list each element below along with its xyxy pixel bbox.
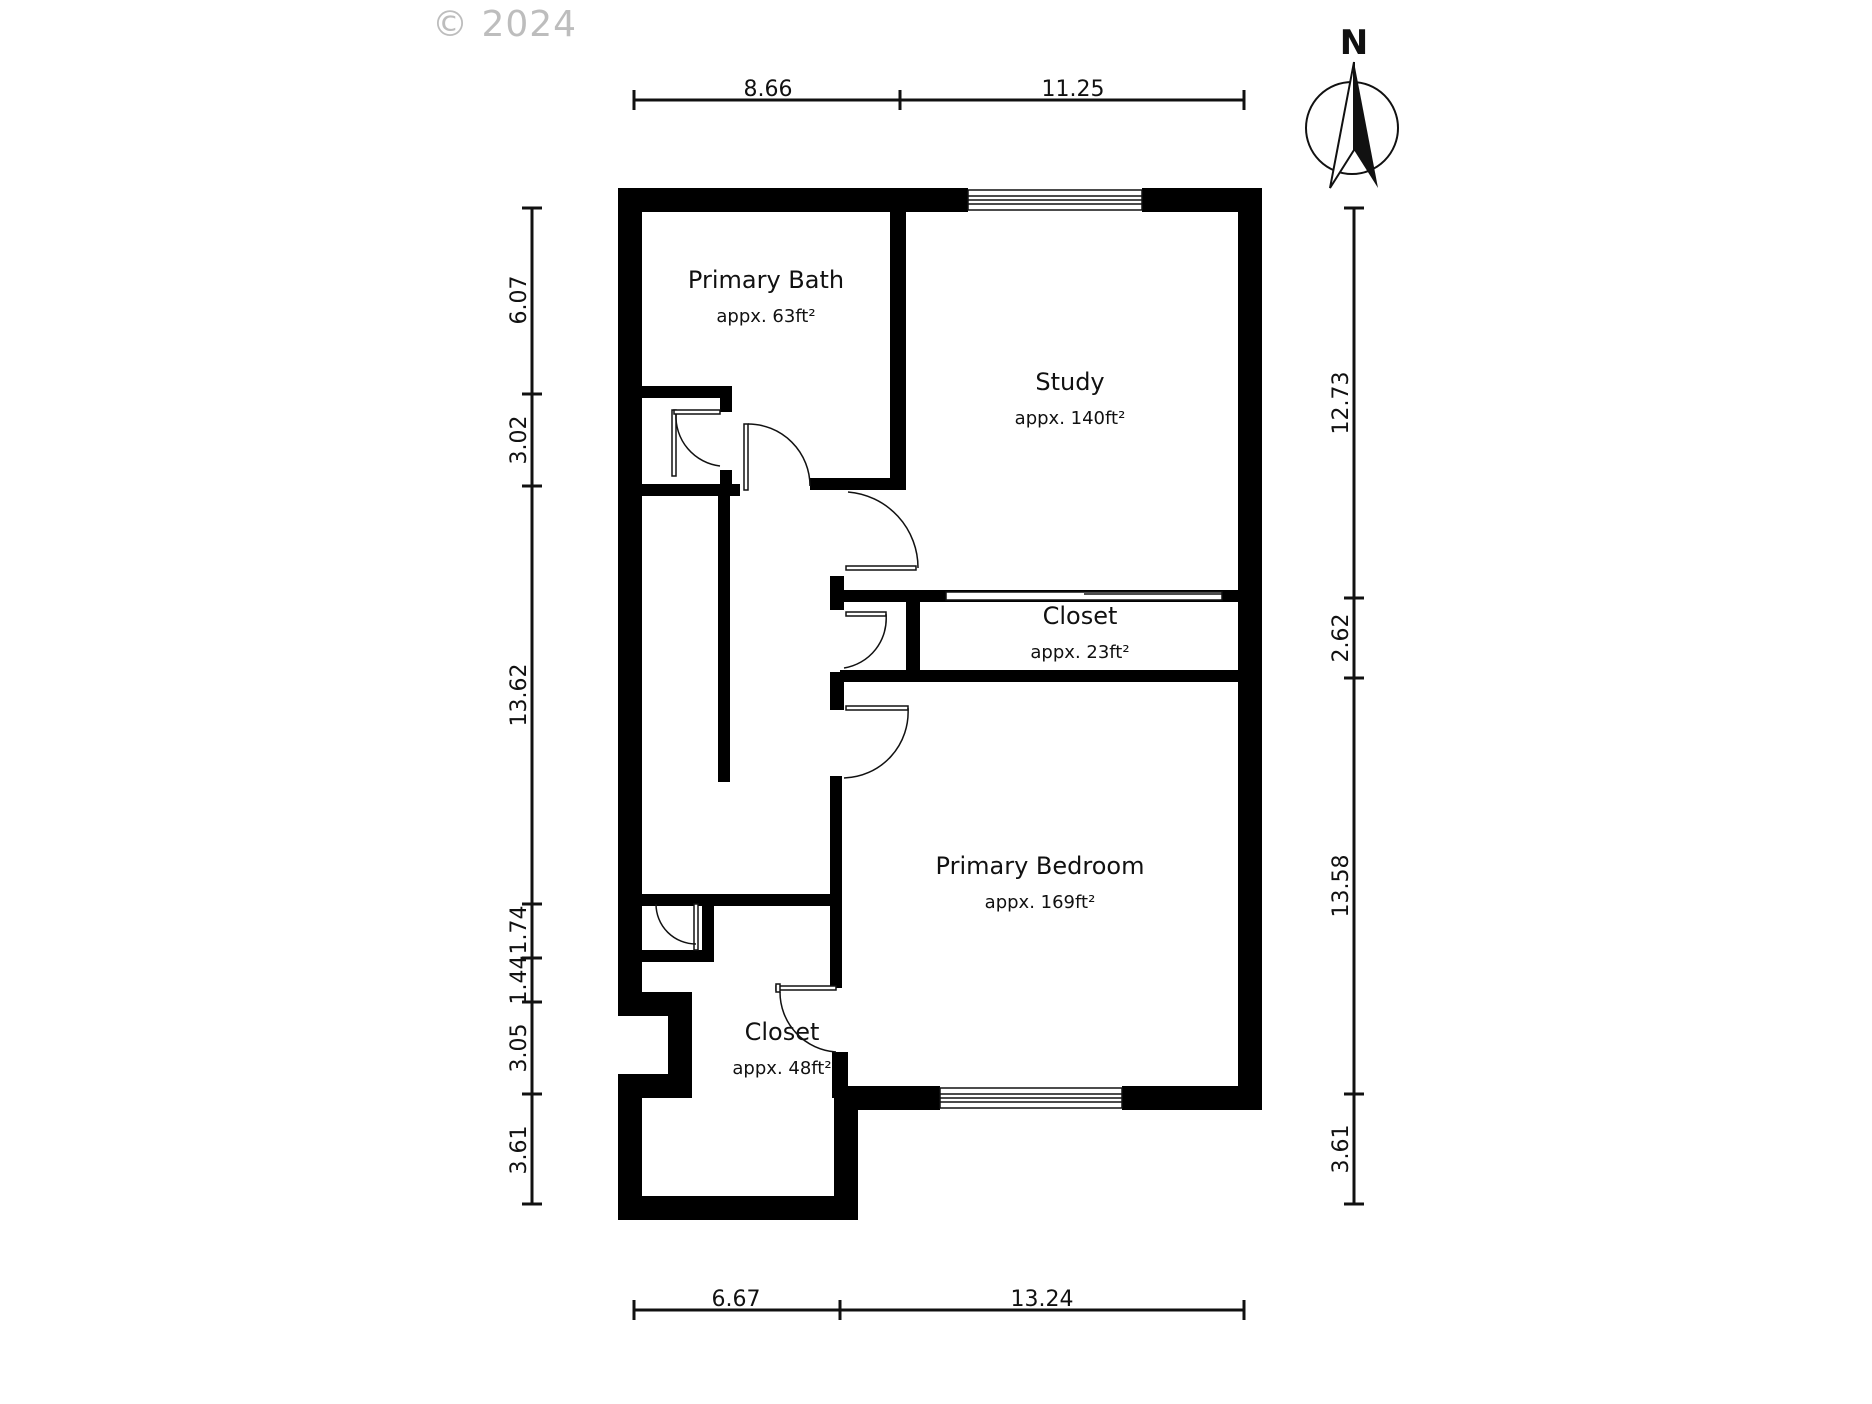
dimension-lines — [522, 90, 1364, 1320]
dim-left-1: 6.07 — [507, 276, 532, 325]
dim-right-3: 13.58 — [1329, 855, 1354, 918]
dim-right-4: 3.61 — [1329, 1125, 1354, 1174]
room-closet-middle-name: Closet — [1043, 602, 1118, 630]
walls — [618, 188, 1262, 1220]
room-primary-bath-area: appx. 63ft² — [716, 306, 815, 327]
dim-bottom-2: 13.24 — [1011, 1287, 1074, 1312]
dim-top-2: 11.25 — [1042, 77, 1105, 102]
room-primary-bedroom-area: appx. 169ft² — [985, 892, 1096, 913]
room-closet-bottom-area: appx. 48ft² — [732, 1058, 831, 1079]
dim-right-1: 12.73 — [1329, 372, 1354, 435]
dim-left-3: 13.62 — [507, 664, 532, 727]
copyright-label: © 2024 — [432, 4, 578, 45]
room-study-area: appx. 140ft² — [1015, 408, 1126, 429]
room-primary-bedroom-name: Primary Bedroom — [936, 852, 1145, 880]
dim-left-5: 1.44 — [507, 956, 532, 1005]
dim-left-7: 3.61 — [507, 1126, 532, 1175]
dim-left-2: 3.02 — [507, 416, 532, 465]
dim-bottom-1: 6.67 — [712, 1287, 761, 1312]
dim-top-1: 8.66 — [744, 77, 793, 102]
doors — [655, 409, 919, 1053]
room-closet-middle-area: appx. 23ft² — [1030, 642, 1129, 663]
dim-left-4: 1.74 — [507, 906, 532, 955]
room-primary-bath-name: Primary Bath — [688, 266, 844, 294]
north-label: N — [1340, 23, 1368, 63]
dim-left-6: 3.05 — [507, 1024, 532, 1073]
room-study-name: Study — [1035, 368, 1104, 396]
dim-right-2: 2.62 — [1329, 614, 1354, 663]
north-compass-icon — [1305, 61, 1399, 189]
windows — [939, 189, 1223, 1109]
room-closet-bottom-name: Closet — [745, 1018, 820, 1046]
